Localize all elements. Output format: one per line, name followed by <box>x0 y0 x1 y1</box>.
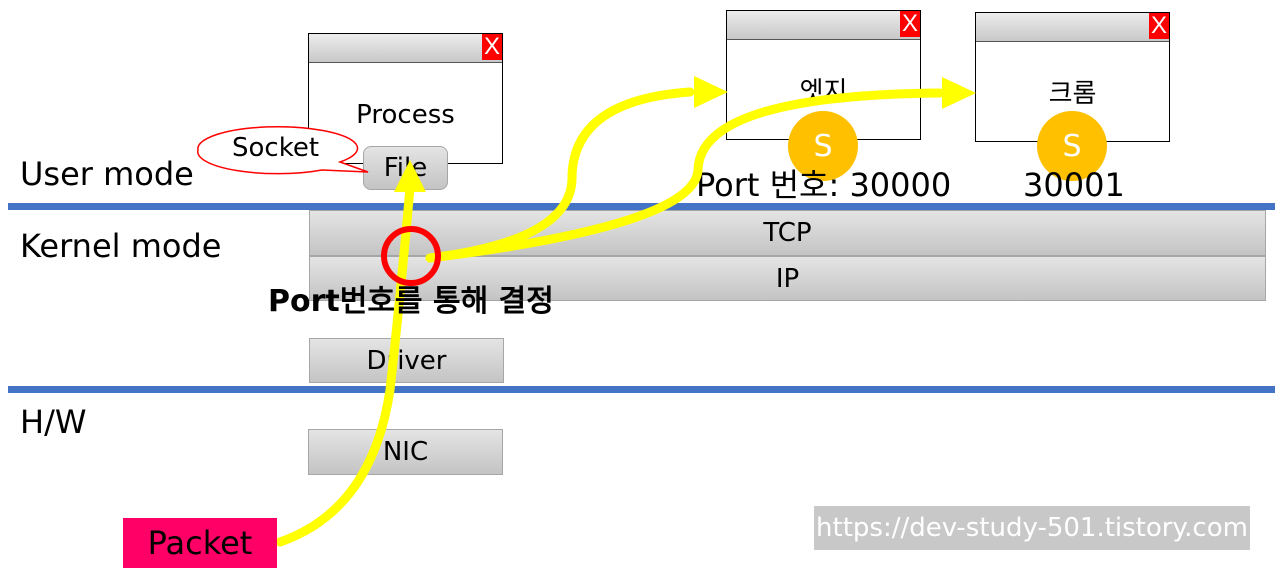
decision-label: Port번호를 통해 결정 <box>268 284 554 319</box>
edge-title: 엣지 <box>799 77 848 107</box>
tcp-layer: TCP <box>309 210 1266 256</box>
process-titlebar: X <box>309 34 502 63</box>
edge-port-label: Port 번호: 30000 <box>696 166 952 204</box>
file-box: File <box>363 146 448 190</box>
watermark: https://dev-study-501.tistory.com <box>814 506 1250 550</box>
chrome-arrowhead <box>942 77 976 109</box>
hw-mode-label: H/W <box>20 403 87 441</box>
edge-arrowhead <box>694 76 728 108</box>
kernel-mode-label: Kernel mode <box>20 227 222 265</box>
chrome-socket: S <box>1037 111 1107 181</box>
driver-box: Driver <box>309 338 504 383</box>
edge-titlebar: X <box>727 11 920 40</box>
socket-callout-label: Socket <box>231 133 320 163</box>
chrome-close-icon[interactable]: X <box>1149 12 1169 39</box>
chrome-titlebar: X <box>976 13 1169 42</box>
process-close-icon[interactable]: X <box>482 33 502 60</box>
packet-badge: Packet <box>123 518 277 568</box>
edge-close-icon[interactable]: X <box>900 10 920 37</box>
chrome-title: 크롬 <box>1048 79 1097 109</box>
ip-layer: IP <box>309 256 1266 301</box>
chrome-port-label: 30001 <box>1023 166 1125 204</box>
user-kernel-divider <box>8 203 1275 210</box>
user-mode-label: User mode <box>20 155 194 193</box>
socket-callout-shape <box>197 125 369 175</box>
nic-box: NIC <box>308 429 503 475</box>
kernel-hw-divider <box>8 386 1275 393</box>
